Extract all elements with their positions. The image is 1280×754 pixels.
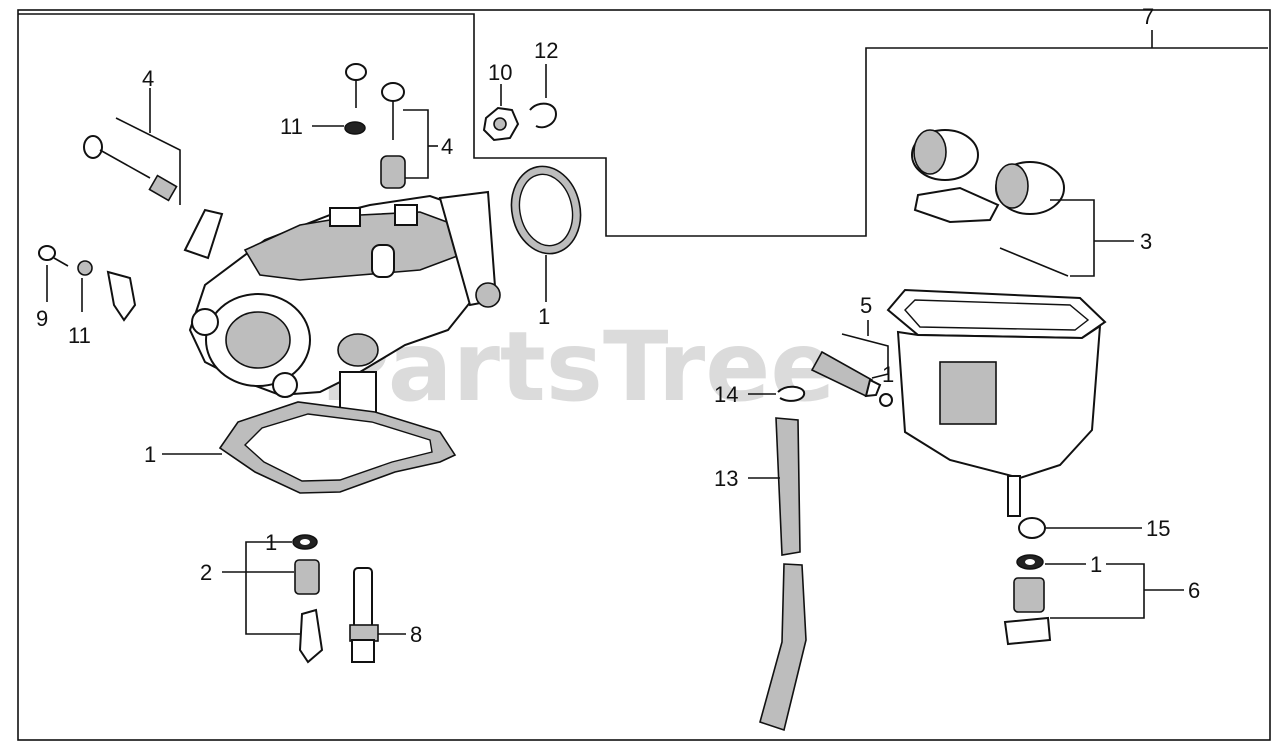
nut-10-hole: [493, 117, 507, 131]
callout-4a: 4: [142, 66, 154, 91]
fuel-hose-lower: [759, 563, 807, 732]
bracket-3: [1050, 199, 1095, 277]
screw-9: [38, 245, 69, 267]
fuel-hose-upper: [775, 417, 801, 556]
bracket-4b: [403, 109, 429, 179]
bracket-6: [1050, 563, 1145, 619]
callout-9: 9: [36, 306, 48, 331]
bracket-5: [841, 333, 889, 379]
callout-12: 12: [534, 38, 558, 63]
drain-bolt-6: [1003, 577, 1052, 646]
clip-float-valve: [879, 393, 893, 407]
callout-1d: 1: [882, 362, 894, 387]
main-jet-holder: [294, 559, 320, 595]
float-assembly: [911, 129, 1069, 277]
callout-2: 2: [200, 560, 212, 585]
clip-12: [529, 102, 558, 129]
washer-11-left: [77, 260, 93, 276]
callout-1e: 1: [1090, 552, 1102, 577]
callout-10: 10: [488, 60, 512, 85]
bracket-assembly-7: [18, 13, 1268, 237]
float-valve: [810, 350, 882, 398]
callout-11b: 11: [68, 323, 91, 348]
callout-11a: 11: [280, 114, 303, 139]
throttle-stop-lever: [106, 270, 137, 322]
pilot-screw: [83, 135, 178, 202]
diagram-frame: [17, 9, 1271, 741]
needle-jet-8: [349, 567, 379, 663]
float-chamber: [886, 288, 1107, 517]
callout-1c: 1: [265, 530, 277, 555]
callout-8: 8: [410, 622, 422, 647]
callout-6: 6: [1188, 578, 1200, 603]
drain-screw-15: [1018, 517, 1046, 539]
hose-clamp-14: [777, 385, 806, 402]
bracket-4a: [115, 117, 181, 205]
bracket-main-jet: [245, 541, 300, 635]
callout-15: 15: [1146, 516, 1170, 541]
callout-14: 14: [714, 382, 738, 407]
callout-13: 13: [714, 466, 738, 491]
callout-1a: 1: [538, 304, 550, 329]
callout-4b: 4: [441, 134, 453, 159]
air-screw-set: [344, 63, 406, 189]
callout-7: 7: [1142, 4, 1154, 29]
callout-5: 5: [860, 293, 872, 318]
callout-1b: 1: [144, 442, 156, 467]
main-jet: [298, 608, 324, 664]
carburetor-body: [183, 190, 501, 435]
callout-3: 3: [1140, 229, 1152, 254]
